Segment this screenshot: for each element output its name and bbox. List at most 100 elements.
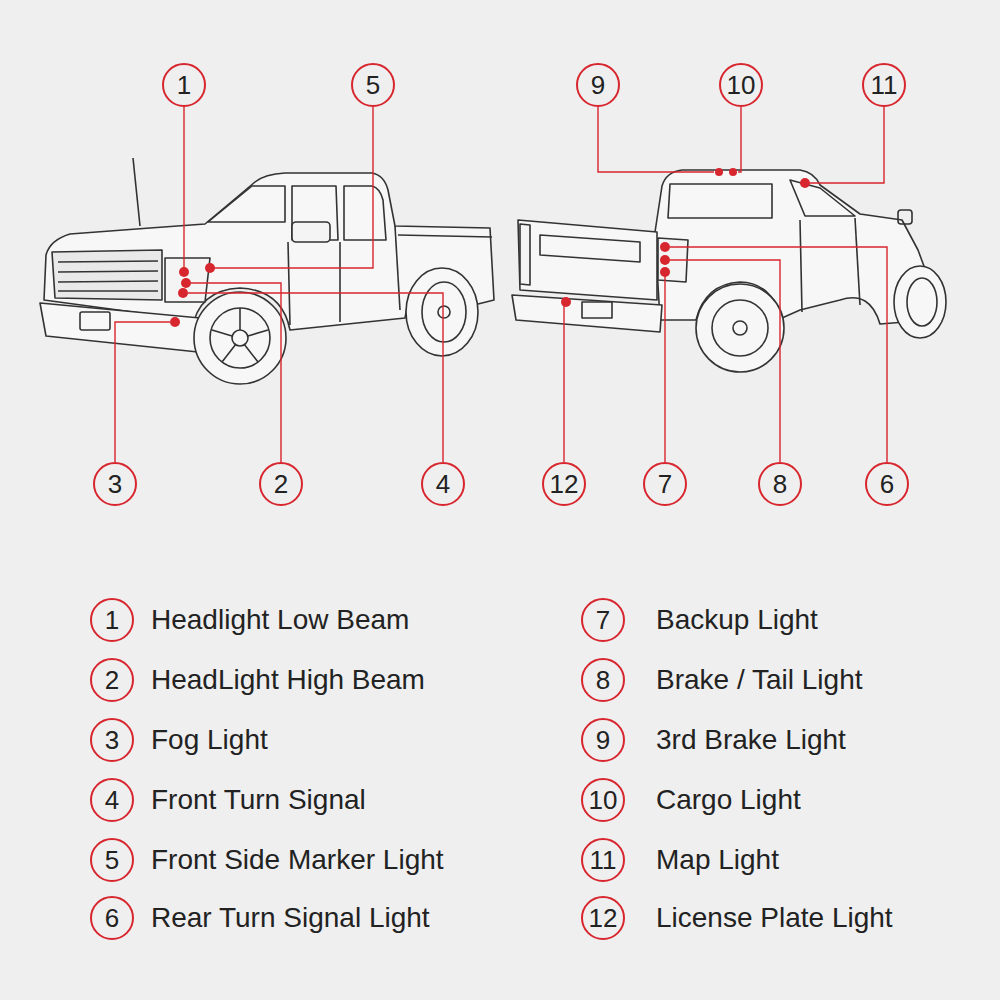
callout-number: 1 [105,607,119,633]
light-name: Map Light [656,846,779,874]
light-dot-part [660,255,670,265]
front-truck-part [208,186,285,222]
light-name: Front Side Marker Light [151,846,444,874]
light-name: Cargo Light [656,786,801,814]
front-truck-part [58,261,158,262]
rear-truck-part [894,266,946,338]
leader-line-part [738,107,741,172]
callout-number: 10 [589,787,618,813]
front-truck-part [194,292,286,384]
light-dot-part [729,168,737,176]
front-truck-part [344,186,386,240]
light-dot-part [179,267,189,277]
front-truck-part [232,330,248,346]
callout-number: 6 [880,471,894,497]
callout-number: 3 [108,471,122,497]
callout-number: 2 [259,462,303,506]
leader-line-part [188,293,443,462]
rear-truck-part [712,300,768,356]
leader-line-part [214,107,373,268]
rear-truck-part [907,278,937,326]
callout-number: 8 [773,471,787,497]
callout-number: 3 [93,462,137,506]
front-truck-part [422,282,466,342]
leader-line-part [664,276,665,462]
front-truck-part [58,290,158,292]
front-truck-part [438,306,450,318]
legend-entry: 7Backup Light [581,598,625,642]
callout-number: 7 [658,471,672,497]
legend-entry: 1Headlight Low Beam [90,598,134,642]
rear-truck [512,170,946,372]
light-name: HeadLight High Beam [151,666,425,694]
front-truck-part [339,242,341,322]
front-truck-part [40,303,200,352]
light-name: Front Turn Signal [151,786,366,814]
callout-number: 10 [727,72,756,98]
legend-entry: 3Fog Light [90,718,134,762]
leader-line-part [563,306,564,462]
callout-number: 5 [351,63,395,107]
light-dot-part [660,267,670,277]
leader-line-part [670,247,887,462]
callout-number: 6 [105,905,119,931]
front-truck-part [80,312,110,330]
light-dot-part [178,288,188,298]
legend-entry: 10Cargo Light [581,778,625,822]
rear-truck-part [800,220,802,312]
leader-line [115,107,887,462]
light-dot [170,168,810,327]
legend-entry: 6Rear Turn Signal Light [90,896,134,940]
callout-number: 4 [421,462,465,506]
callout-number: 12 [550,471,579,497]
leader-line-part [183,107,184,268]
light-name: Fog Light [151,726,268,754]
light-name: Rear Turn Signal Light [151,904,430,932]
legend-entry: 12License Plate Light [581,896,625,940]
callout-number: 12 [589,905,618,931]
rear-truck-part [668,184,772,218]
light-dot-part [170,317,180,327]
callout-number: 8 [596,667,610,693]
leader-line-part [191,283,281,462]
callout-number: 4 [105,787,119,813]
callout-number: 11 [871,72,898,98]
leader-line-part [810,107,884,183]
callout-number: 3 [105,727,119,753]
front-truck-part [58,271,158,272]
light-dot-part [205,263,215,273]
rear-truck-part [696,284,784,372]
rear-truck-part [520,224,530,285]
rear-truck-part [855,218,860,305]
front-truck-part [212,308,268,362]
callout-number: 7 [643,462,687,506]
callout-number: 10 [719,63,763,107]
rear-truck-part [790,180,855,216]
callout-number: 5 [105,847,119,873]
front-truck-part [398,235,492,237]
front-truck [40,158,494,384]
light-dot-part [181,278,191,288]
rear-truck-part [512,295,662,332]
light-dot-part [800,178,810,188]
legend-entry: 2HeadLight High Beam [90,658,134,702]
front-truck-part [292,222,330,242]
front-truck-part [52,250,162,300]
callout-number: 9 [576,63,620,107]
legend-entry: 11Map Light [581,838,625,882]
legend-entry: 4Front Turn Signal [90,778,134,822]
callout-number: 6 [865,462,909,506]
front-truck-part [210,308,270,368]
callout-number: 9 [591,72,605,98]
leader-line-part [670,260,780,462]
front-truck-part [395,226,400,310]
rear-truck-part [518,220,657,300]
callout-number: 11 [590,847,617,873]
callout-number: 8 [758,462,802,506]
rear-truck-part [540,235,640,262]
front-truck-part [288,242,290,325]
front-truck-part [58,281,158,282]
rear-truck-part [898,210,912,224]
light-dot-part [715,168,723,176]
